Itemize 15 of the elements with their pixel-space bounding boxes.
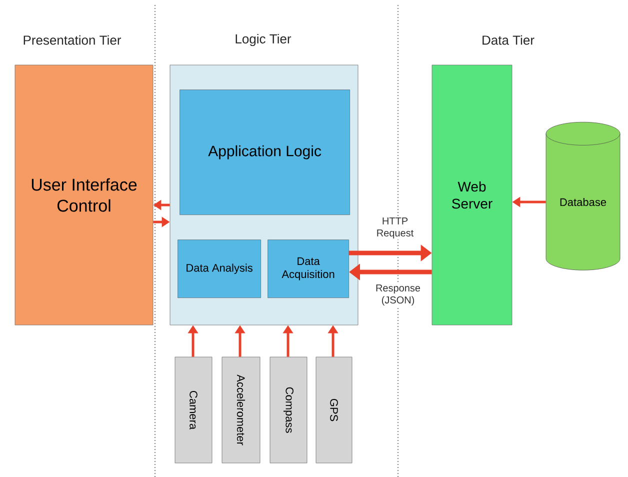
sensor-box: Compass <box>270 356 308 464</box>
process-box: Application Logic <box>180 90 350 215</box>
sensor-box: GPS <box>316 356 352 464</box>
process-box: Data Acquisition <box>268 240 349 298</box>
sensor-box: Camera <box>174 356 212 464</box>
process-box: User Interface Control <box>14 64 154 326</box>
tier-heading: Data Tier <box>482 35 534 45</box>
process-box: Data Analysis <box>178 240 261 298</box>
edge-label: Response (JSON) <box>370 284 426 306</box>
server-box: Web Server <box>432 64 512 326</box>
sensor-box: Accelerometer <box>222 356 260 464</box>
tier-heading: Presentation Tier <box>24 35 122 45</box>
edge-label: HTTP Request <box>366 216 424 240</box>
tier-heading: Logic Tier <box>236 34 292 46</box>
database-cylinder: Database <box>546 122 620 270</box>
